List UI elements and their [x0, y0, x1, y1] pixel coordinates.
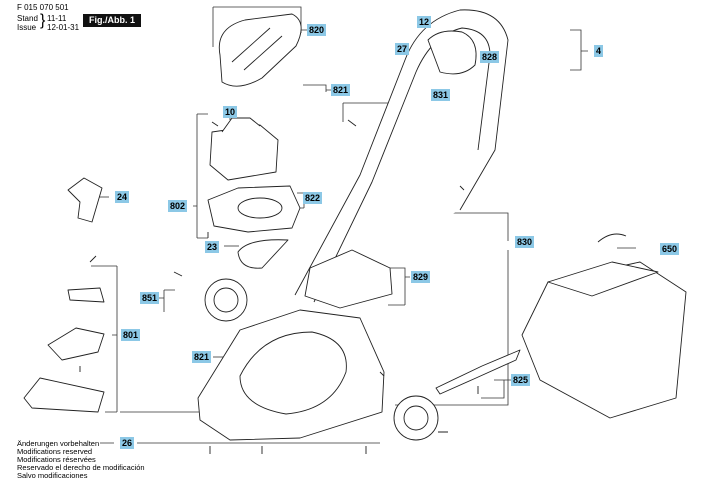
motor-cover-part: [218, 13, 302, 87]
callout-822: 822: [303, 192, 323, 204]
motor-top-part: [221, 117, 261, 133]
height-adjust-part: [304, 249, 393, 309]
callout-4: 4: [594, 45, 604, 57]
callout-831: 831: [431, 89, 451, 101]
motor-base-opening: [237, 197, 283, 219]
callout-821-top: 821: [331, 84, 351, 96]
rear-wheel-hub: [403, 405, 429, 431]
chute-part: [23, 377, 105, 413]
callout-830: 830: [515, 236, 535, 248]
leader-830: [395, 212, 509, 406]
callout-23: 23: [205, 241, 220, 253]
stand-value: 11-11: [47, 14, 67, 23]
footer-line-en: Modifications reserved: [17, 447, 93, 456]
grass-box-top: [547, 261, 659, 297]
callout-801: 801: [121, 329, 141, 341]
callout-12: 12: [417, 16, 432, 28]
bracket-glyph: }: [40, 12, 46, 29]
callout-24: 24: [115, 191, 130, 203]
callout-802: 802: [168, 200, 188, 212]
leader-829: [388, 267, 410, 306]
callout-828: 828: [480, 51, 500, 63]
callout-650: 650: [660, 243, 680, 255]
callout-10: 10: [223, 106, 238, 118]
callout-851: 851: [140, 292, 160, 304]
footer-line-es: Reservado el derecho de modificación: [17, 463, 145, 472]
handle-frame-part: [294, 9, 509, 303]
footer-line-de: Änderungen vorbehalten: [17, 439, 100, 448]
stand-label: Stand: [17, 14, 38, 23]
cover-part: [47, 327, 105, 361]
screws-part: [79, 119, 479, 454]
leader-802: [193, 113, 231, 239]
switch-housing-part: [427, 30, 477, 75]
callout-825: 825: [511, 374, 531, 386]
leader-821-top: [303, 84, 331, 92]
leader-4: [570, 29, 588, 71]
clip-part: [67, 177, 103, 223]
footer-line-fr: Modifications réservées: [17, 455, 96, 464]
callout-829: 829: [411, 271, 431, 283]
issue-label: Issue: [17, 23, 37, 32]
leader-801: [91, 265, 118, 413]
issue-value: 12-01-31: [47, 23, 80, 32]
footer-line-pt: Salvo modificaciones: [17, 471, 88, 480]
leader-825: [481, 379, 511, 399]
deck-opening: [239, 331, 347, 415]
motor-part: [209, 124, 279, 181]
flap-part: [67, 287, 105, 303]
cable-guide-part: [237, 239, 289, 269]
callout-821-bottom: 821: [192, 351, 212, 363]
figure-label: Fig./Abb. 1: [83, 14, 141, 27]
leader-851: [158, 289, 175, 312]
grass-box-handle: [597, 233, 627, 243]
callout-26: 26: [120, 437, 135, 449]
blade-part: [435, 349, 521, 395]
motor-cover-ribs: [231, 27, 283, 71]
front-wheel-hub: [213, 287, 239, 313]
callout-27: 27: [395, 43, 410, 55]
callout-820: 820: [307, 24, 327, 36]
part-number: F 015 070 501: [17, 3, 69, 12]
